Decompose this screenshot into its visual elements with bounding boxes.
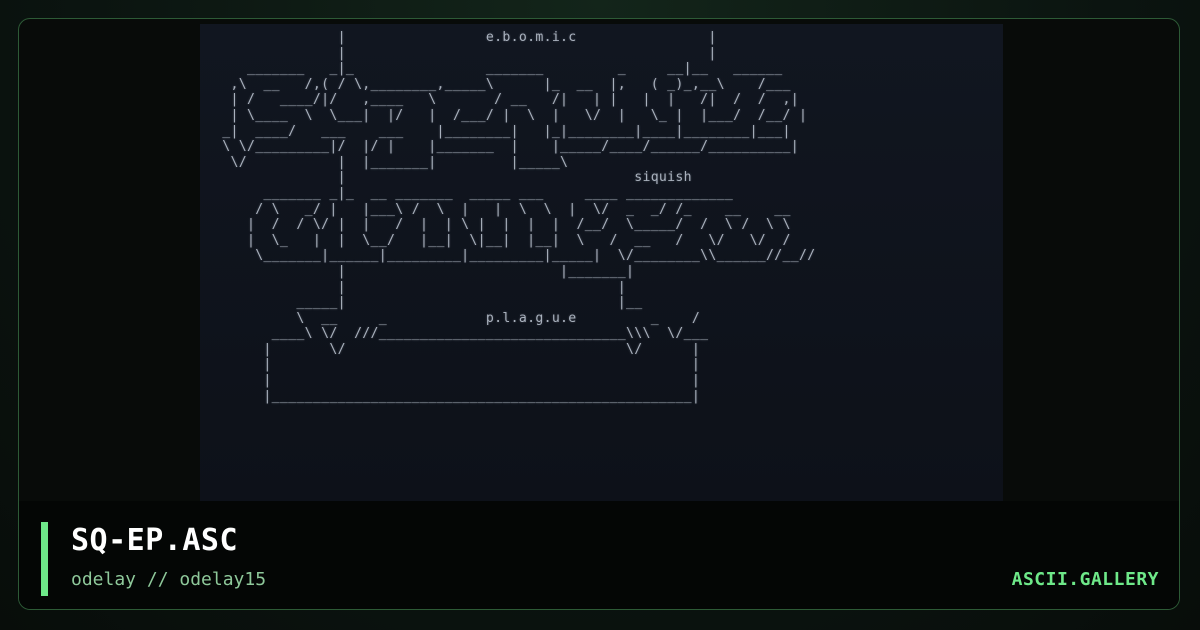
artwork-preview[interactable]: | e.b.o.m.i.c | | | _______ _|_ _______ … — [200, 24, 1003, 501]
accent-bar — [41, 522, 48, 596]
card-footer: SQ-EP.ASC odelay // odelay15 ASCII.GALLE… — [19, 501, 1179, 609]
artwork-author: odelay // odelay15 — [71, 569, 267, 590]
artwork-title: SQ-EP.ASC — [71, 523, 239, 558]
artwork-card[interactable]: | e.b.o.m.i.c | | | _______ _|_ _______ … — [18, 18, 1180, 610]
ascii-art-text: | e.b.o.m.i.c | | | _______ _|_ _______ … — [222, 30, 816, 404]
site-brand-link[interactable]: ASCII.GALLERY — [1011, 569, 1159, 590]
